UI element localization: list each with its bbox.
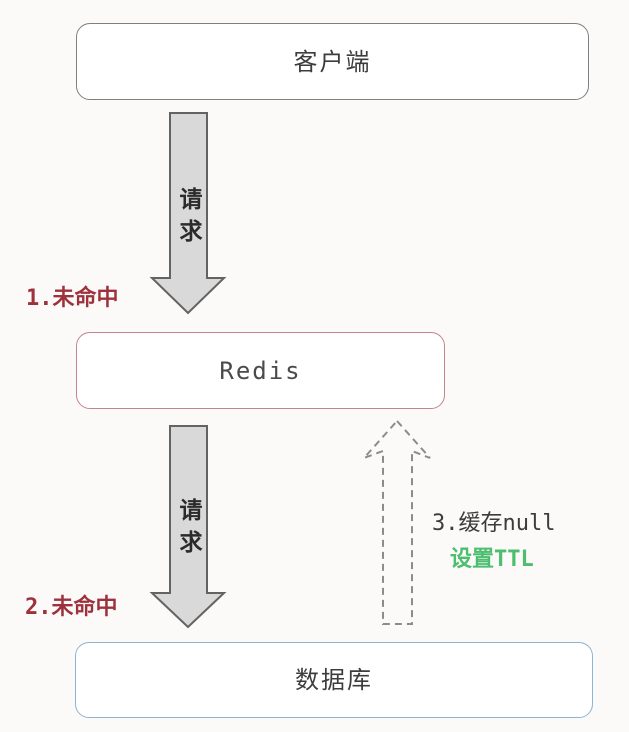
request-label-2: 请求 [175,498,201,562]
miss-1-label: 1.未命中 [26,286,119,311]
redis-label: Redis [219,356,302,385]
arrow-database-to-redis-dashed-icon [363,419,431,625]
dashed-block-arrow-up-icon [363,419,431,625]
set-ttl-label: 设置TTL [450,547,534,572]
miss-2-label: 2.未命中 [25,595,118,620]
client-node: 客户端 [76,23,589,100]
client-label: 客户端 [293,47,372,76]
block-arrow-down-icon [149,425,227,629]
cache-null-label: 3.缓存null [432,511,556,536]
database-label: 数据库 [295,666,373,694]
request-label-1: 请求 [175,187,201,251]
arrow-client-to-redis-icon [149,112,227,315]
block-arrow-down-icon [149,112,227,315]
arrow-redis-to-database-icon [149,425,227,629]
database-node: 数据库 [75,642,593,718]
redis-node: Redis [76,332,445,409]
